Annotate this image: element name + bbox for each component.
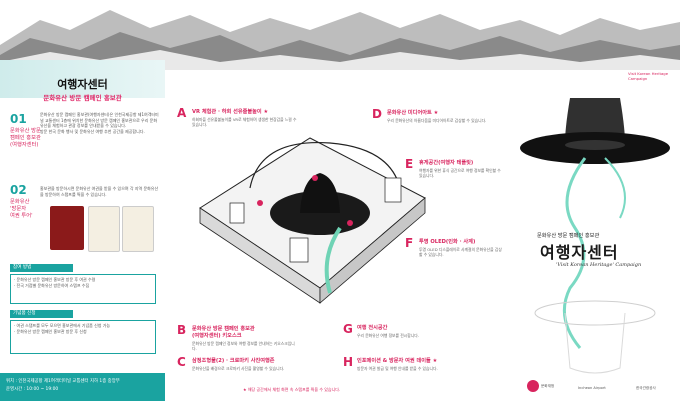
section-text-1: 문화유산 방문 캠페인 홍보관(여행자센터)은 인천국제공항 제1여객터미널 교… xyxy=(40,112,159,134)
section-letter-e: E xyxy=(405,157,414,171)
section-text-d: 우리 문화유산의 아름다움을 미디어아트로 감상할 수 있습니다. xyxy=(387,118,487,123)
section-letter-f: F xyxy=(405,236,414,250)
section-title-d: 문화유산 미디어아트 ★ xyxy=(387,110,439,116)
passport-page-image xyxy=(88,206,120,252)
participation-body: · 문화유산 방문 캠페인 홍보관 방문 후 여권 수령 · 전국 거점별 문화… xyxy=(10,274,156,304)
hours-text: 운영시간 : 10:00 ~ 19:00 xyxy=(6,387,59,392)
section-letter-d: D xyxy=(372,107,382,121)
section-title-g: 여행 전시공간 xyxy=(357,325,388,331)
participation-heading: 참여 방법 xyxy=(10,264,73,272)
cha-logo-icon xyxy=(527,380,539,392)
section-title-f: 투명 OLED(인화 · 사계) xyxy=(419,239,476,245)
page-subtitle: 문화유산 방문 캠페인 홍보관 xyxy=(43,94,122,102)
location-text: 위치 : 인천국제공항 제1여객터미널 교통센터 지하 1층 중앙부 xyxy=(6,379,120,384)
passport-page-image-2 xyxy=(122,206,154,252)
section-letter-b: B xyxy=(177,323,187,337)
section-label-1: 문화유산 방문 캠페인 홍보관 (여행자센터) xyxy=(10,128,41,148)
souvenir-body: · 여권 스탬프를 모두 모으면 홍보관에서 기념품 신청 가능 · 문화유산 … xyxy=(10,320,156,354)
center-illustration xyxy=(199,137,426,304)
section-text-g: 우리 문화유산 여행 정보를 전시합니다. xyxy=(357,333,419,338)
section-text-f: 투명 OLED 디스플레이로 사계절의 문화유산을 감상할 수 있습니다. xyxy=(419,247,502,258)
section-letter-c: C xyxy=(177,355,186,369)
section-letter-g: G xyxy=(343,322,353,336)
section-number-1: 01 xyxy=(10,112,27,126)
campaign-badge-text: Visit Korean Heritage Campaign xyxy=(628,71,669,81)
page-title: 여행자센터 xyxy=(57,78,108,91)
gat-hat-illustration xyxy=(520,98,670,374)
mountain-banner xyxy=(0,10,680,70)
logo-text-2: Incheon Airport xyxy=(578,386,606,390)
section-text-e: 여행자를 위한 휴식 공간으로 여행 정보를 확인할 수 있습니다. xyxy=(419,168,501,179)
section-letter-h: H xyxy=(343,355,354,369)
section-title-a: VR 체험관 · 하회 선유줄불놀이 ★ xyxy=(192,109,269,115)
section-title-h: 인포메이션 & 방문자 여권 데이들 ★ xyxy=(357,358,438,364)
section-text-b: 문화유산 방문 캠페인 정보와 여행 정보를 안내하는 키오스크입니다. xyxy=(192,341,295,352)
section-label-2: 문화유산 '방문자 여권 투어' xyxy=(10,199,33,219)
logo-text-3: 한국관광공사 xyxy=(636,386,656,390)
section-text-a: 하회마을 선유줄불놀이를 VR로 체험하며 생생한 현장감을 느낄 수 있습니다… xyxy=(192,117,297,128)
section-title-c: 삼정조형물(2) · 크로마키 사진여행존 xyxy=(192,358,275,364)
stamp-notice: ★ 해당 공간에서 체험 화면 속 스탬프를 찍을 수 있습니다. xyxy=(243,387,341,392)
right-title: 여행자센터 xyxy=(540,243,619,262)
title-band xyxy=(0,60,165,98)
section-number-2: 02 xyxy=(10,183,27,197)
passport-image xyxy=(50,206,84,250)
souvenir-heading: 기념품 신청 xyxy=(10,310,73,318)
section-title-b: 문화유산 방문 캠페인 홍보관 (여행자센터) 키오스크 xyxy=(192,326,255,339)
section-text-c: 문화유산을 배경으로 크로마키 사진을 촬영할 수 있습니다. xyxy=(192,366,285,371)
right-english-title: 'Visit Korean Heritage' Campaign xyxy=(556,262,642,268)
section-text-h: 방문자 여권 발급 및 여행 안내를 받을 수 있습니다. xyxy=(357,366,438,371)
section-letter-a: A xyxy=(177,106,187,120)
campaign-badge: Visit Korean Heritage Campaign xyxy=(628,71,674,108)
section-text-2: 홍보관을 방문하시면 문화유산 여권을 받을 수 있으며 각 지역 문화유산을 … xyxy=(40,186,159,197)
right-subtitle: 문화유산 방문 캠페인 홍보관 xyxy=(537,233,600,239)
logo-text-1: 문화재청 xyxy=(541,384,555,388)
info-footer: 위치 : 인천국제공항 제1여객터미널 교통센터 지하 1층 중앙부 운영시간 … xyxy=(0,373,165,401)
section-title-e: 휴게공간(여행자 테플릿) xyxy=(419,160,474,166)
